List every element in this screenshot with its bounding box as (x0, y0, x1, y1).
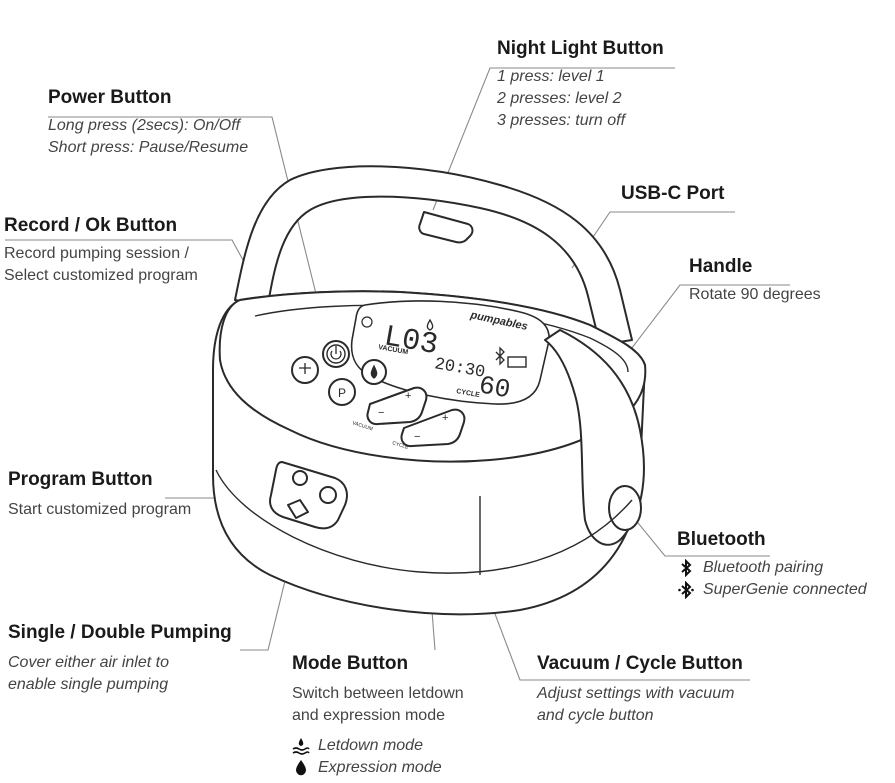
mode-drop-icon (370, 364, 378, 379)
night-light-line: 2 presses: level 2 (497, 90, 622, 107)
night-light-title: Night Light Button (497, 38, 664, 59)
vacuum-button (366, 386, 428, 426)
pump-device (212, 165, 647, 616)
mode-item: Expression mode (292, 757, 464, 779)
power-line: Long press (2secs): On/Off (48, 117, 241, 134)
program-callout: Program Button Start customized program (8, 469, 191, 521)
button-cycle-label: CYCLE (391, 440, 409, 451)
mode-line: and expression mode (292, 707, 445, 724)
cycle-plus: + (442, 412, 448, 424)
usb-title: USB-C Port (621, 183, 725, 204)
bluetooth-icon (681, 559, 692, 577)
handle-title: Handle (689, 256, 753, 277)
mode-title: Mode Button (292, 653, 409, 674)
bt-icon-panel (495, 346, 505, 366)
record-icon (299, 363, 311, 374)
power-desc: Long press (2secs): On/Off Short press: … (48, 115, 248, 159)
power-line: Short press: Pause/Resume (48, 139, 249, 156)
device-icons (299, 316, 527, 379)
power-callout: Power Button Long press (2secs): On/Off … (48, 87, 248, 159)
vacuum-cycle-line: Adjust settings with vacuum (537, 685, 735, 702)
record-line: Record pumping session / (4, 245, 189, 262)
program-glyph: P (338, 386, 346, 400)
vacuum-cycle-callout: Vacuum / Cycle Button Adjust settings wi… (537, 653, 743, 727)
vacuum-plus: + (405, 390, 411, 402)
single-double-desc: Cover either air inlet to enable single … (8, 652, 232, 696)
single-double-line: enable single pumping (8, 676, 169, 693)
night-light-line: 1 press: level 1 (497, 68, 605, 85)
record-title: Record / Ok Button (4, 215, 178, 236)
handle-desc: Rotate 90 degrees (689, 286, 821, 303)
record-desc: Record pumping session / Select customiz… (4, 243, 198, 287)
display-cycle: 60 (477, 370, 513, 405)
night-light-button (418, 211, 474, 244)
bluetooth-title: Bluetooth (677, 529, 766, 550)
handle-callout: Handle Rotate 90 degrees (689, 256, 821, 306)
night-light-line: 3 presses: turn off (497, 112, 626, 129)
mode-line: Switch between letdown (292, 685, 464, 702)
single-double-line: Cover either air inlet to (8, 654, 169, 671)
air-inlet-plate (269, 461, 348, 530)
vacuum-cycle-desc: Adjust settings with vacuum and cycle bu… (537, 683, 743, 727)
expression-drop-icon (296, 760, 306, 776)
power-icon (330, 346, 342, 360)
mode-item-label: Letdown mode (318, 737, 423, 754)
power-title: Power Button (48, 87, 172, 108)
night-light-desc: 1 press: level 1 2 presses: level 2 3 pr… (497, 66, 664, 132)
program-desc: Start customized program (8, 501, 192, 518)
cycle-button (400, 408, 466, 448)
bluetooth-item: Bluetooth pairing (677, 557, 867, 579)
mode-desc: Switch between letdown and expression mo… (292, 683, 464, 727)
mode-callout: Mode Button Switch between letdown and e… (292, 653, 464, 779)
bluetooth-connected-icon (678, 581, 694, 599)
letdown-icon (292, 738, 310, 755)
night-light-callout: Night Light Button 1 press: level 1 2 pr… (497, 38, 664, 132)
bluetooth-callout: Bluetooth Bluetooth pairing SuperGenie c… (677, 529, 867, 601)
usb-callout: USB-C Port (621, 183, 724, 205)
bluetooth-desc: Bluetooth pairing SuperGenie connected (677, 557, 867, 601)
record-callout: Record / Ok Button Record pumping sessio… (4, 215, 198, 287)
battery-icon (507, 356, 527, 368)
display-panel (350, 300, 550, 405)
display-cycle-label: CYCLE (456, 388, 481, 399)
mode-item-label: Expression mode (318, 759, 442, 776)
bluetooth-item-label: SuperGenie connected (703, 581, 867, 598)
mode-items: Letdown mode Expression mode (292, 735, 464, 779)
vacuum-cycle-title: Vacuum / Cycle Button (537, 653, 743, 674)
drop-icon-panel (426, 318, 434, 331)
program-title: Program Button (8, 469, 153, 490)
vacuum-cycle-line: and cycle button (537, 707, 654, 724)
single-double-title: Single / Double Pumping (8, 622, 232, 643)
single-double-callout: Single / Double Pumping Cover either air… (8, 622, 232, 696)
mode-item: Letdown mode (292, 735, 464, 757)
cycle-minus: − (414, 431, 420, 443)
bluetooth-item: SuperGenie connected (677, 579, 867, 601)
program-button (328, 378, 356, 406)
bluetooth-item-label: Bluetooth pairing (703, 559, 824, 576)
handle (234, 165, 633, 346)
vacuum-minus: − (378, 407, 384, 419)
record-line: Select customized program (4, 267, 198, 284)
